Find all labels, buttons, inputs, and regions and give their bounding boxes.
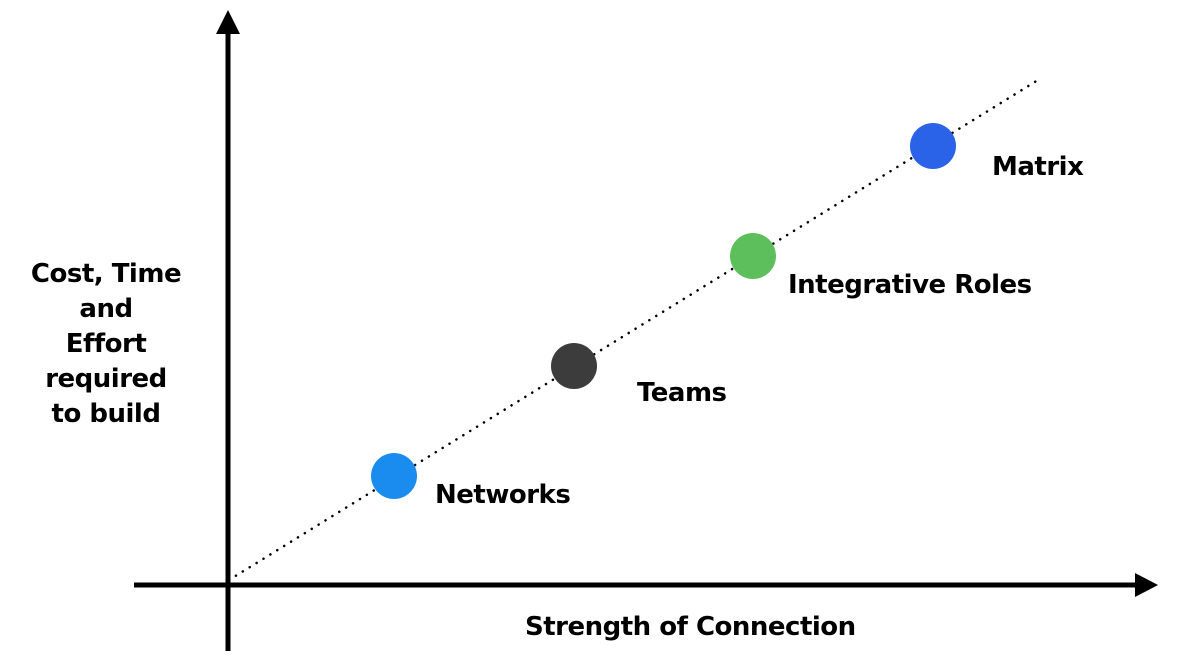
point-matrix	[910, 123, 956, 169]
point-integrative-roles	[730, 233, 776, 279]
label-networks: Networks	[435, 480, 571, 510]
x-axis-arrow-icon	[1135, 573, 1158, 597]
label-teams: Teams	[637, 378, 727, 408]
point-networks	[371, 453, 417, 499]
point-teams	[551, 343, 597, 389]
label-matrix: Matrix	[992, 152, 1084, 182]
y-axis-arrow-icon	[216, 10, 240, 34]
label-integrative-roles: Integrative Roles	[788, 270, 1032, 300]
y-axis-label: Cost, Time and Effort required to build	[30, 259, 182, 429]
x-axis-label: Strength of Connection	[525, 612, 856, 642]
